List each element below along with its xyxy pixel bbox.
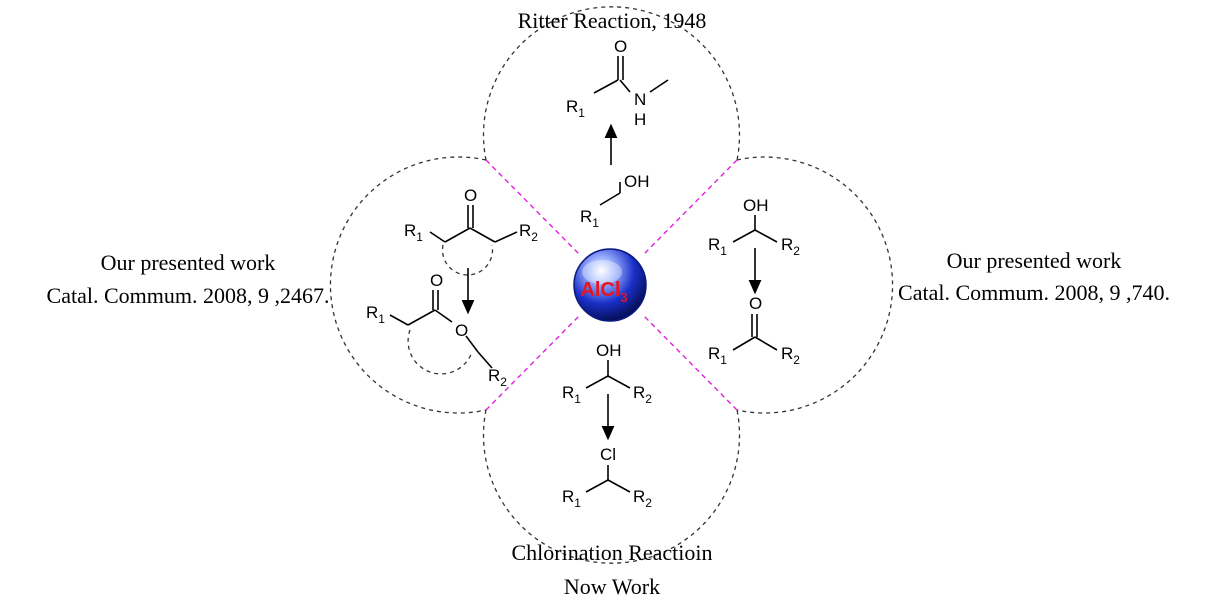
group-R: R: [519, 221, 531, 240]
svg-text:R2: R2: [633, 487, 652, 510]
subscript-1: 1: [574, 496, 581, 510]
atom-Cl: Cl: [600, 445, 616, 464]
svg-text:R1: R1: [580, 207, 599, 230]
atom-O: O: [749, 294, 762, 313]
svg-text:R1: R1: [562, 487, 581, 510]
petal-circles: [329, 6, 894, 564]
atom-OH: OH: [743, 196, 769, 215]
group-R: R: [633, 383, 645, 402]
group-R: R: [708, 344, 720, 363]
atom-O: O: [464, 186, 477, 205]
petal-right: [736, 156, 894, 414]
left-ring-dashed-bottom: [407, 329, 473, 375]
atom-N: N: [634, 90, 646, 109]
separator-top-right: [642, 159, 738, 256]
svg-text:AlCl3: AlCl3: [580, 279, 627, 305]
group-R: R: [488, 366, 500, 385]
separator-bottom-left: [485, 314, 581, 411]
left-ketone-structure: O R1 R2: [404, 186, 538, 244]
caption-right-line2: Catal. Commum. 2008, 9 ,740.: [898, 280, 1170, 305]
subscript-2: 2: [500, 375, 507, 389]
subscript-1: 1: [720, 244, 727, 258]
separator-top-left: [485, 159, 581, 256]
svg-text:R1: R1: [562, 383, 581, 406]
svg-text:R1: R1: [708, 344, 727, 367]
svg-text:R1: R1: [404, 221, 423, 244]
svg-text:R2: R2: [633, 383, 652, 406]
svg-text:R1: R1: [708, 235, 727, 258]
right-alcohol-structure: OH R1 R2: [708, 196, 800, 258]
group-R: R: [562, 383, 574, 402]
subscript-1: 1: [378, 312, 385, 326]
group-R: R: [366, 303, 378, 322]
catalyst-subscript: 3: [620, 290, 627, 305]
caption-bottom-line2: Now Work: [564, 574, 660, 599]
subscript-2: 2: [793, 244, 800, 258]
svg-text:R2: R2: [488, 366, 507, 389]
caption-right-line1: Our presented work: [947, 248, 1122, 273]
ritter-alcohol-structure: OH R1: [580, 172, 650, 230]
atom-O: O: [430, 271, 443, 290]
catalyst-sphere: AlCl3: [573, 248, 647, 322]
group-R: R: [566, 97, 578, 116]
svg-text:R1: R1: [566, 97, 585, 120]
subscript-2: 2: [531, 230, 538, 244]
caption-bottom-line1: Chlorination Reactioin: [511, 540, 712, 565]
caption-left-line1: Our presented work: [101, 250, 276, 275]
group-R: R: [633, 487, 645, 506]
petal-top: [482, 6, 741, 161]
svg-text:R1: R1: [366, 303, 385, 326]
subscript-2: 2: [645, 392, 652, 406]
group-R: R: [404, 221, 416, 240]
svg-text:R2: R2: [781, 235, 800, 258]
atom-O: O: [455, 321, 468, 340]
subscript-2: 2: [793, 353, 800, 367]
group-R: R: [580, 207, 592, 226]
separators: [485, 159, 738, 411]
caption-left-line2: Catal. Commum. 2008, 9 ,2467.: [47, 283, 330, 308]
atom-OH: OH: [596, 341, 622, 360]
caption-top: Ritter Reaction, 1948: [518, 8, 707, 33]
svg-text:R2: R2: [519, 221, 538, 244]
separator-bottom-right: [642, 314, 738, 411]
subscript-1: 1: [578, 106, 585, 120]
group-R: R: [781, 344, 793, 363]
subscript-2: 2: [645, 496, 652, 510]
atom-O: O: [614, 37, 627, 56]
svg-text:R2: R2: [781, 344, 800, 367]
right-ketone-structure: O R1 R2: [708, 294, 800, 367]
bottom-alcohol-structure: OH R1 R2: [562, 341, 652, 406]
subscript-1: 1: [416, 230, 423, 244]
atom-OH: OH: [624, 172, 650, 191]
petal-bottom: [482, 409, 741, 564]
group-R: R: [708, 235, 720, 254]
atom-H: H: [634, 110, 646, 129]
catalyst-label: AlCl: [580, 279, 620, 301]
subscript-1: 1: [574, 392, 581, 406]
bottom-chloride-structure: Cl R1 R2: [562, 445, 652, 510]
ritter-amide-structure: O N H R1: [566, 37, 669, 129]
petal-left: [329, 156, 487, 414]
left-ester-structure: O O R1 R2: [366, 271, 507, 389]
group-R: R: [781, 235, 793, 254]
subscript-1: 1: [592, 216, 599, 230]
group-R: R: [562, 487, 574, 506]
subscript-1: 1: [720, 353, 727, 367]
